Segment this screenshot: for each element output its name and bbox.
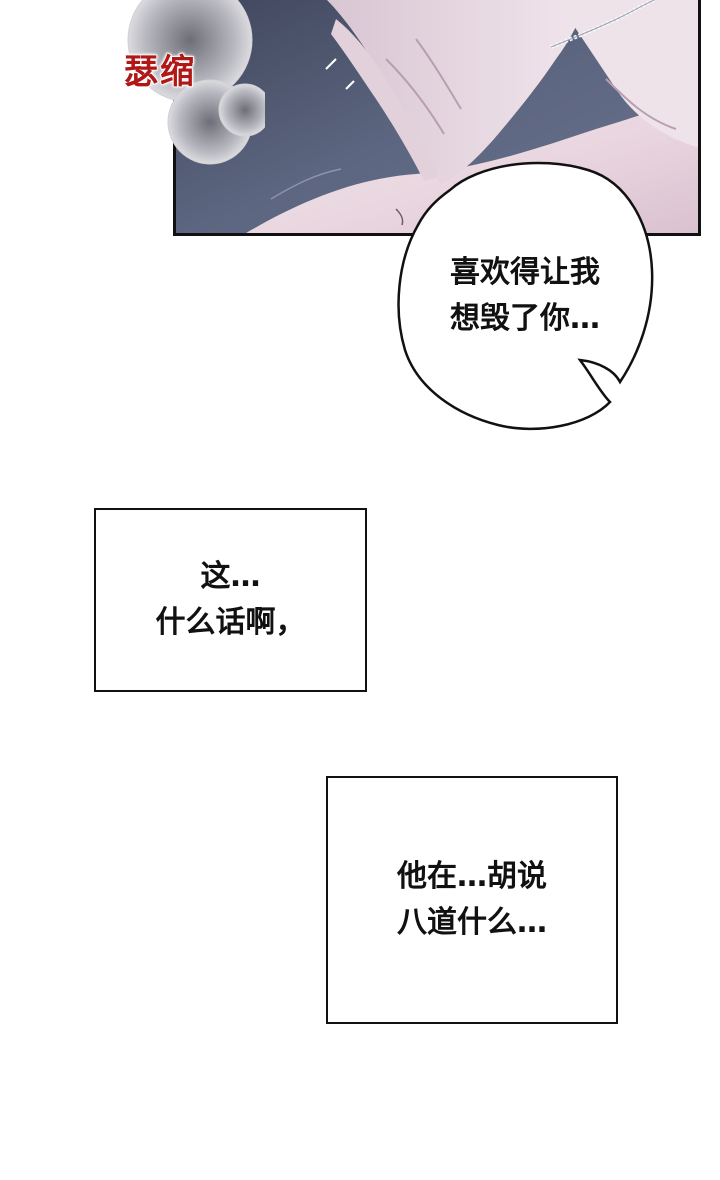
speech-line-1: 喜欢得让我 (450, 255, 600, 290)
cloud-puff-icon (127, 0, 272, 165)
sfx-text: 瑟缩 (123, 51, 196, 93)
narration-1-line-2: 什么话啊， (155, 605, 306, 640)
narration-2-line-1: 他在…胡说 (397, 859, 547, 894)
narration-box-1-text: 这… 什么话啊， (156, 554, 306, 646)
speech-bubble (388, 150, 668, 440)
narration-box-1: 这… 什么话啊， (94, 508, 367, 692)
narration-box-2-text: 他在…胡说 八道什么… (397, 854, 547, 946)
narration-1-line-1: 这… (200, 559, 261, 594)
speech-bubble-shape (397, 161, 654, 431)
narration-box-2: 他在…胡说 八道什么… (326, 776, 618, 1024)
speech-line-2: 想毁了你… (450, 301, 600, 336)
narration-2-line-2: 八道什么… (397, 905, 547, 940)
speech-bubble-text: 喜欢得让我 想毁了你… (425, 250, 625, 342)
sfx-cloud-effect (105, 0, 272, 180)
